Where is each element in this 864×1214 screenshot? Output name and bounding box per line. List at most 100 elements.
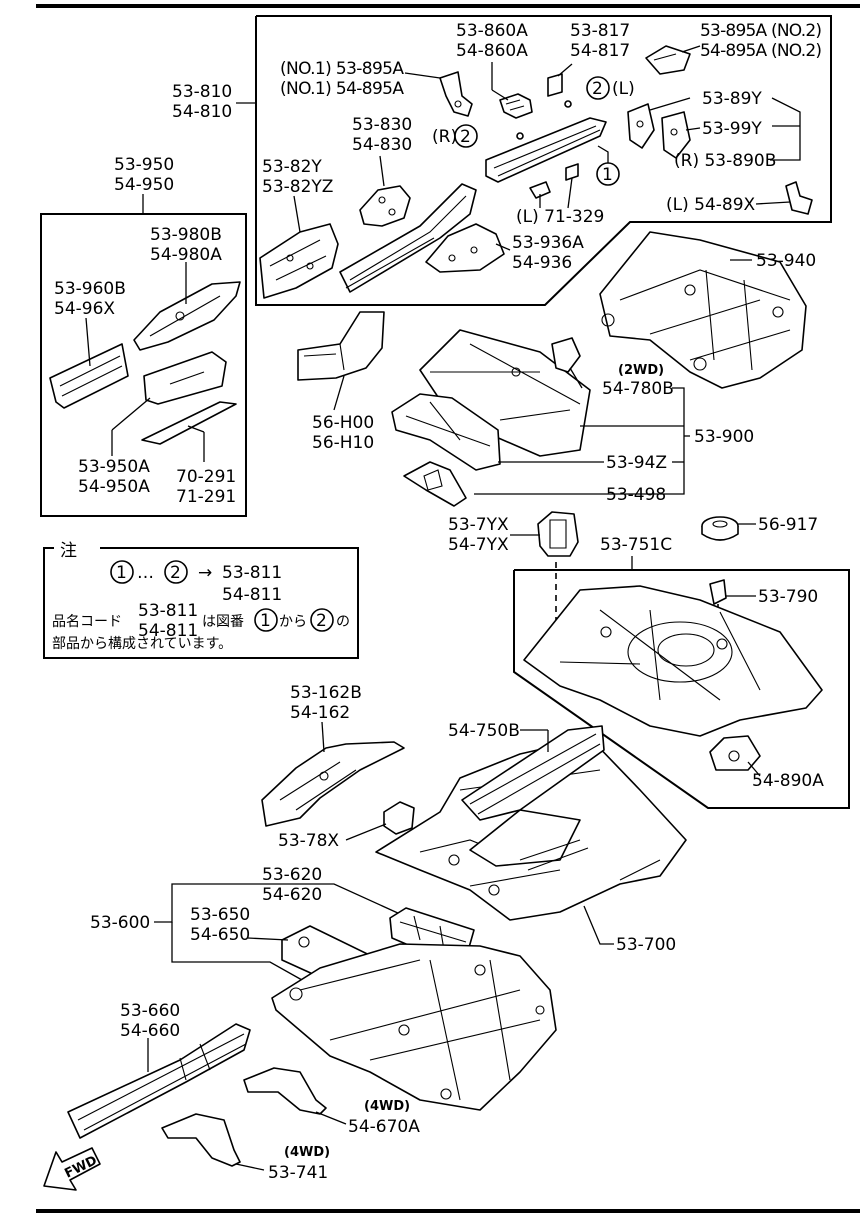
group-box-53-810	[255, 15, 832, 306]
label-53-78x: 53-78X	[278, 831, 339, 851]
label-54-890a: 54-890A	[752, 771, 824, 791]
label-53-860a: 53-860A	[456, 21, 528, 41]
label-53-895a-no1: (NO.1) 53-895A	[280, 59, 404, 79]
note-code-a: 53-811	[138, 601, 198, 621]
note-range-sep: …	[137, 563, 154, 583]
note-no: の	[336, 614, 350, 630]
note-result-b: 54-811	[222, 585, 282, 605]
label-54-780b: 54-780B	[602, 379, 674, 399]
label-54-980a: 54-980A	[150, 245, 222, 265]
part-54-750b	[461, 725, 605, 871]
label-54-620: 54-620	[262, 885, 322, 905]
label-53-99y: 53-99Y	[702, 119, 762, 139]
callout-one	[596, 162, 620, 186]
note-title: 注	[60, 541, 77, 561]
part-53-660	[67, 1023, 251, 1139]
label-53-600: 53-600	[90, 913, 150, 933]
part-54-780b	[551, 337, 581, 373]
label-54-810: 54-810	[172, 102, 232, 122]
label-70-291: 70-291	[176, 467, 236, 487]
label-56-h10: 56-H10	[312, 433, 374, 453]
part-53-498	[403, 461, 467, 507]
part-53-7yx	[537, 511, 579, 557]
part-53-960b	[49, 343, 129, 409]
label-53-936a: 53-936A	[512, 233, 584, 253]
label-54-650: 54-650	[190, 925, 250, 945]
label-53-895a-no2: 53-895A (NO.2)	[700, 21, 822, 41]
svg-text:2: 2	[316, 611, 327, 631]
label-54-860a: 54-860A	[456, 41, 528, 61]
note-prefix: 品名コード	[52, 614, 122, 630]
part-56-h00	[297, 311, 385, 381]
note-code-b: 54-811	[138, 621, 198, 641]
part-53-790	[709, 579, 727, 605]
label-53-950: 53-950	[114, 155, 174, 175]
label-54-936: 54-936	[512, 253, 572, 273]
part-53-980b	[133, 281, 241, 351]
label-53-790: 53-790	[758, 587, 818, 607]
label-2wd: (2WD)	[618, 363, 664, 378]
label-r-small: (R)	[432, 127, 457, 147]
labels: 53-810 54-810 (NO.1) 53-895A (NO.1) 54-8…	[54, 21, 824, 1183]
part-53-817	[547, 73, 563, 97]
part-53-89y	[627, 103, 691, 159]
note-mid: は図番	[202, 614, 244, 630]
label-54-895a-no2: 54-895A (NO.2)	[700, 41, 822, 61]
fwd-arrow: FWD	[43, 1147, 101, 1191]
part-53-950a	[143, 351, 227, 405]
label-53-817: 53-817	[570, 21, 630, 41]
label-53-980b: 53-980B	[150, 225, 222, 245]
label-53-741: 53-741	[268, 1163, 328, 1183]
part-56-917	[701, 516, 739, 541]
label-53-830: 53-830	[352, 115, 412, 135]
part-70-291	[141, 401, 237, 445]
svg-text:1: 1	[260, 611, 271, 631]
part-53-94z	[391, 393, 501, 471]
callout-two-right-text: 2	[460, 127, 471, 147]
label-54-950: 54-950	[114, 175, 174, 195]
part-53-830	[359, 185, 411, 227]
part-53-895a-no1	[439, 71, 473, 117]
part-53-600	[271, 943, 557, 1111]
part-53-751c	[523, 585, 823, 737]
callout-two-left	[586, 76, 610, 100]
note-line2: 部品から構成されています。	[52, 636, 232, 652]
label-53-900: 53-900	[694, 427, 754, 447]
label-53-7yx: 53-7YX	[448, 515, 509, 535]
note-kara: から	[279, 614, 307, 630]
label-54-89x: (L) 54-89X	[666, 195, 756, 215]
part-53-741	[161, 1113, 241, 1167]
part-53-940	[599, 231, 807, 389]
label-53-162b: 53-162B	[290, 683, 362, 703]
part-front-side-member	[339, 183, 477, 293]
label-54-7yx: 54-7YX	[448, 535, 509, 555]
label-53-751c: 53-751C	[600, 535, 672, 555]
label-54-162: 54-162	[290, 703, 350, 723]
label-l-small: (L)	[612, 79, 635, 99]
label-53-950a: 53-950A	[78, 457, 150, 477]
label-54-895a-no1: (NO.1) 54-895A	[280, 79, 404, 99]
label-54-830: 54-830	[352, 135, 412, 155]
part-53-895a-no2	[645, 45, 691, 75]
label-53-94z: 53-94Z	[606, 453, 667, 473]
note-box	[43, 547, 359, 659]
label-4wd-a: (4WD)	[364, 1099, 410, 1114]
label-56-917: 56-917	[758, 515, 818, 535]
part-53-82y	[259, 223, 339, 299]
part-54-670a	[243, 1067, 327, 1115]
label-54-670a: 54-670A	[348, 1117, 420, 1137]
label-53-620: 53-620	[262, 865, 322, 885]
svg-text:1: 1	[116, 563, 127, 583]
label-53-82y: 53-82Y	[262, 157, 322, 177]
part-54-89x	[785, 181, 813, 215]
label-53-810: 53-810	[172, 82, 232, 102]
label-53-498: 53-498	[606, 485, 666, 505]
label-54-950a: 54-950A	[78, 477, 150, 497]
label-54-96x: 54-96X	[54, 299, 115, 319]
label-54-660: 54-660	[120, 1021, 180, 1041]
label-53-940: 53-940	[756, 251, 816, 271]
label-4wd-b: (4WD)	[284, 1145, 330, 1160]
callout-one-text: 1	[602, 165, 613, 185]
label-53-660: 53-660	[120, 1001, 180, 1021]
